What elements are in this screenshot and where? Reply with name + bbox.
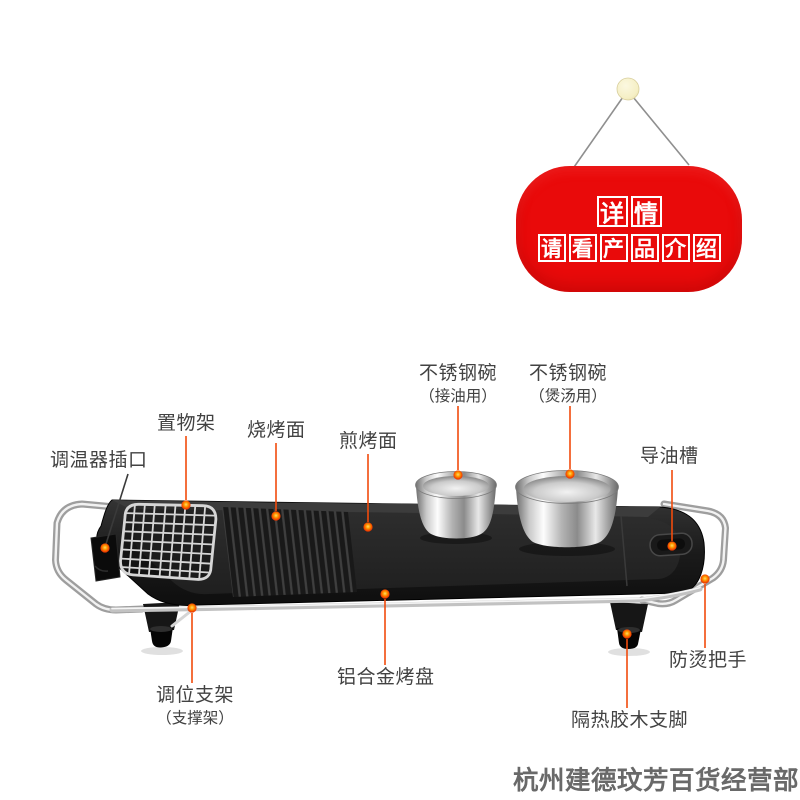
leader-oil-groove [667, 470, 677, 551]
sign-character-box: 情 [630, 196, 662, 228]
leader-fry-surface [363, 454, 373, 532]
callout-sublabel: （支撑架） [156, 709, 234, 727]
sign-character-box: 看 [568, 234, 597, 262]
callout-label: 导油槽 [640, 446, 699, 467]
sign-line-2: 请看产品介绍 [537, 234, 721, 262]
pin-icon [616, 77, 640, 101]
leader-bowl-soup [565, 406, 575, 479]
grill-rib-area [222, 507, 357, 597]
leader-thermostat-socket [100, 473, 129, 553]
callout-label: 铝合金烤盘 [337, 667, 435, 688]
callout-bowl-oil: 不锈钢碗 （接油用） [404, 363, 512, 406]
callout-dot-icon [667, 541, 677, 551]
bowl-small-graphic [415, 471, 497, 544]
callout-label: 防烫把手 [669, 650, 748, 671]
right-foot [610, 602, 648, 649]
callout-dot-icon [700, 574, 710, 584]
callout-alloy-pan: 铝合金烤盘 [337, 667, 435, 689]
callout-anti-scald-handle: 防烫把手 [669, 650, 747, 672]
callout-insulated-feet: 隔热胶木支脚 [571, 710, 688, 732]
callout-adjust-bracket: 调位支架 （支撑架） [150, 685, 240, 728]
callout-bowl-soup: 不锈钢碗 （煲汤用） [514, 363, 622, 406]
callout-dot-icon [100, 543, 110, 553]
callout-label: 调温器插口 [50, 450, 148, 471]
sign-line-1: 详情 [596, 196, 662, 228]
sign-character-box: 品 [630, 234, 659, 262]
leader-bowl-oil [453, 406, 463, 480]
callout-sublabel: （煲汤用） [529, 387, 607, 405]
callout-dot-icon [187, 603, 197, 613]
left-handle [52, 500, 146, 614]
callout-storage-rack: 置物架 [157, 413, 216, 435]
sign-character-box: 详 [596, 196, 628, 228]
callout-dot-icon [271, 511, 281, 521]
right-handle [638, 500, 729, 608]
leader-adjust-bracket [187, 603, 197, 683]
callout-label: 烧烤面 [247, 420, 306, 441]
storage-rack-graphic [119, 502, 218, 581]
leader-storage-rack [181, 436, 191, 510]
callout-label: 不锈钢碗 [528, 363, 607, 384]
callout-dot-icon [622, 629, 632, 639]
callout-leaders [100, 406, 710, 708]
callout-label: 置物架 [157, 413, 216, 434]
callout-dot-icon [380, 589, 390, 599]
sign-character-box: 介 [661, 234, 690, 262]
callout-dot-icon [565, 469, 575, 479]
callout-label: 调位支架 [155, 685, 234, 706]
leader-alloy-pan [380, 589, 390, 665]
callout-dot-icon [363, 522, 373, 532]
callout-thermostat-socket: 调温器插口 [50, 450, 148, 472]
sign-character-box: 产 [599, 234, 628, 262]
sign-character-box: 绍 [692, 234, 721, 262]
callout-fry-surface: 煎烤面 [339, 431, 398, 453]
detail-sign: 详情 请看产品介绍 [516, 166, 742, 292]
callout-oil-groove: 导油槽 [640, 446, 699, 468]
leader-insulated-feet [622, 629, 632, 708]
callout-label: 不锈钢碗 [418, 363, 497, 384]
callout-label: 隔热胶木支脚 [571, 710, 689, 731]
sign-strings [571, 96, 690, 171]
callout-dot-icon [181, 500, 191, 510]
callout-label: 煎烤面 [339, 431, 398, 452]
thermostat-socket-graphic [90, 533, 121, 582]
bowl-large-graphic [515, 470, 619, 556]
shop-name: 杭州建德玟芳百货经营部 [513, 767, 800, 795]
callout-sublabel: （接油用） [419, 387, 497, 405]
callout-dot-icon [453, 470, 463, 480]
leader-anti-scald-handle [700, 574, 710, 648]
leader-grill-surface [271, 443, 281, 521]
sign-character-box: 请 [537, 234, 566, 262]
callout-grill-surface: 烧烤面 [247, 420, 306, 442]
feet-shadows [141, 647, 650, 656]
section-ridge [620, 515, 628, 587]
griddle-product [52, 470, 729, 656]
